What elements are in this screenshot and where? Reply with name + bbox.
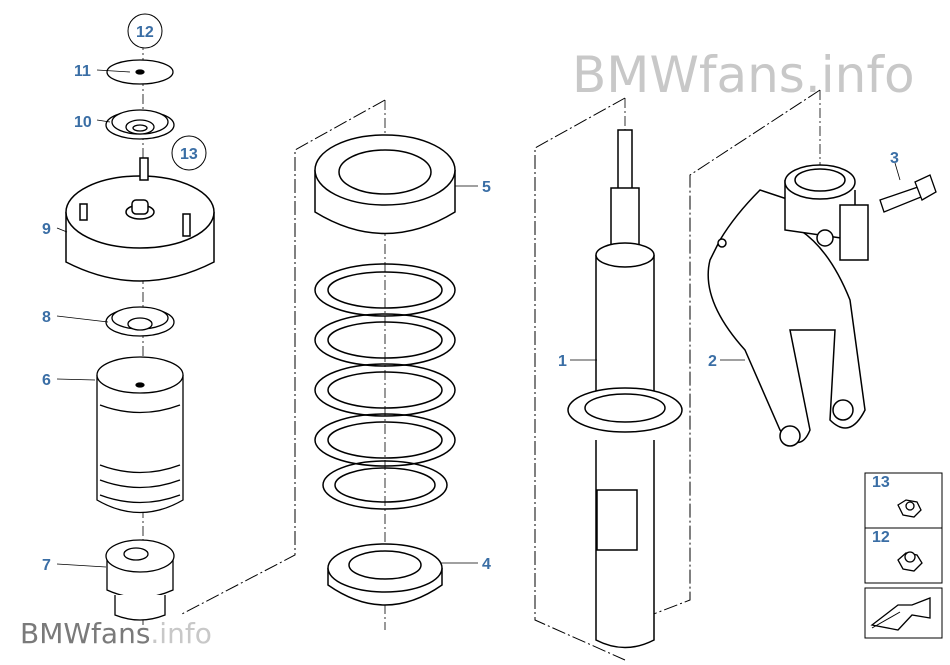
washer-part-11 — [106, 59, 174, 85]
arrow-icon — [870, 597, 931, 631]
dust-boot-part-6 — [96, 356, 184, 514]
callout-2: 2 — [708, 353, 717, 370]
coil-spring — [314, 263, 456, 510]
legend-callout-12: 12 — [872, 529, 890, 546]
watermark-bottom: BMWfans.info — [20, 617, 212, 650]
callout-circle-12 — [127, 13, 163, 49]
legend-box — [864, 472, 943, 639]
nut-icon — [897, 499, 923, 572]
bearing-part-8 — [105, 306, 175, 337]
callout-4: 4 — [482, 556, 491, 573]
callout-8: 8 — [42, 309, 51, 326]
separator-lines — [179, 89, 821, 661]
knuckle-part-2 — [707, 164, 869, 447]
callout-10: 10 — [74, 114, 92, 131]
callout-6: 6 — [42, 372, 51, 389]
leader-lines — [56, 69, 901, 568]
shock-absorber-part-1 — [567, 129, 683, 649]
legend-callout-13: 13 — [872, 474, 890, 491]
callout-13: 13 — [180, 146, 198, 163]
watermark-top: BMWfans.info — [572, 46, 915, 104]
callout-12: 12 — [136, 24, 154, 41]
callout-5: 5 — [482, 179, 491, 196]
axis-lines — [142, 40, 821, 630]
callout-7: 7 — [42, 557, 51, 574]
spring-pad-part-5 — [314, 134, 456, 235]
callout-circle-13 — [171, 135, 207, 171]
spring-pad-part-4 — [327, 543, 443, 606]
callout-1: 1 — [558, 353, 567, 370]
strut-mount-part-9 — [65, 157, 215, 282]
callout-11: 11 — [74, 63, 91, 80]
bump-stop-part-7 — [105, 539, 175, 621]
callout-3: 3 — [890, 150, 899, 167]
callout-9: 9 — [42, 221, 51, 238]
bearing-part-10 — [105, 109, 175, 140]
bolt-part-3 — [879, 174, 937, 213]
